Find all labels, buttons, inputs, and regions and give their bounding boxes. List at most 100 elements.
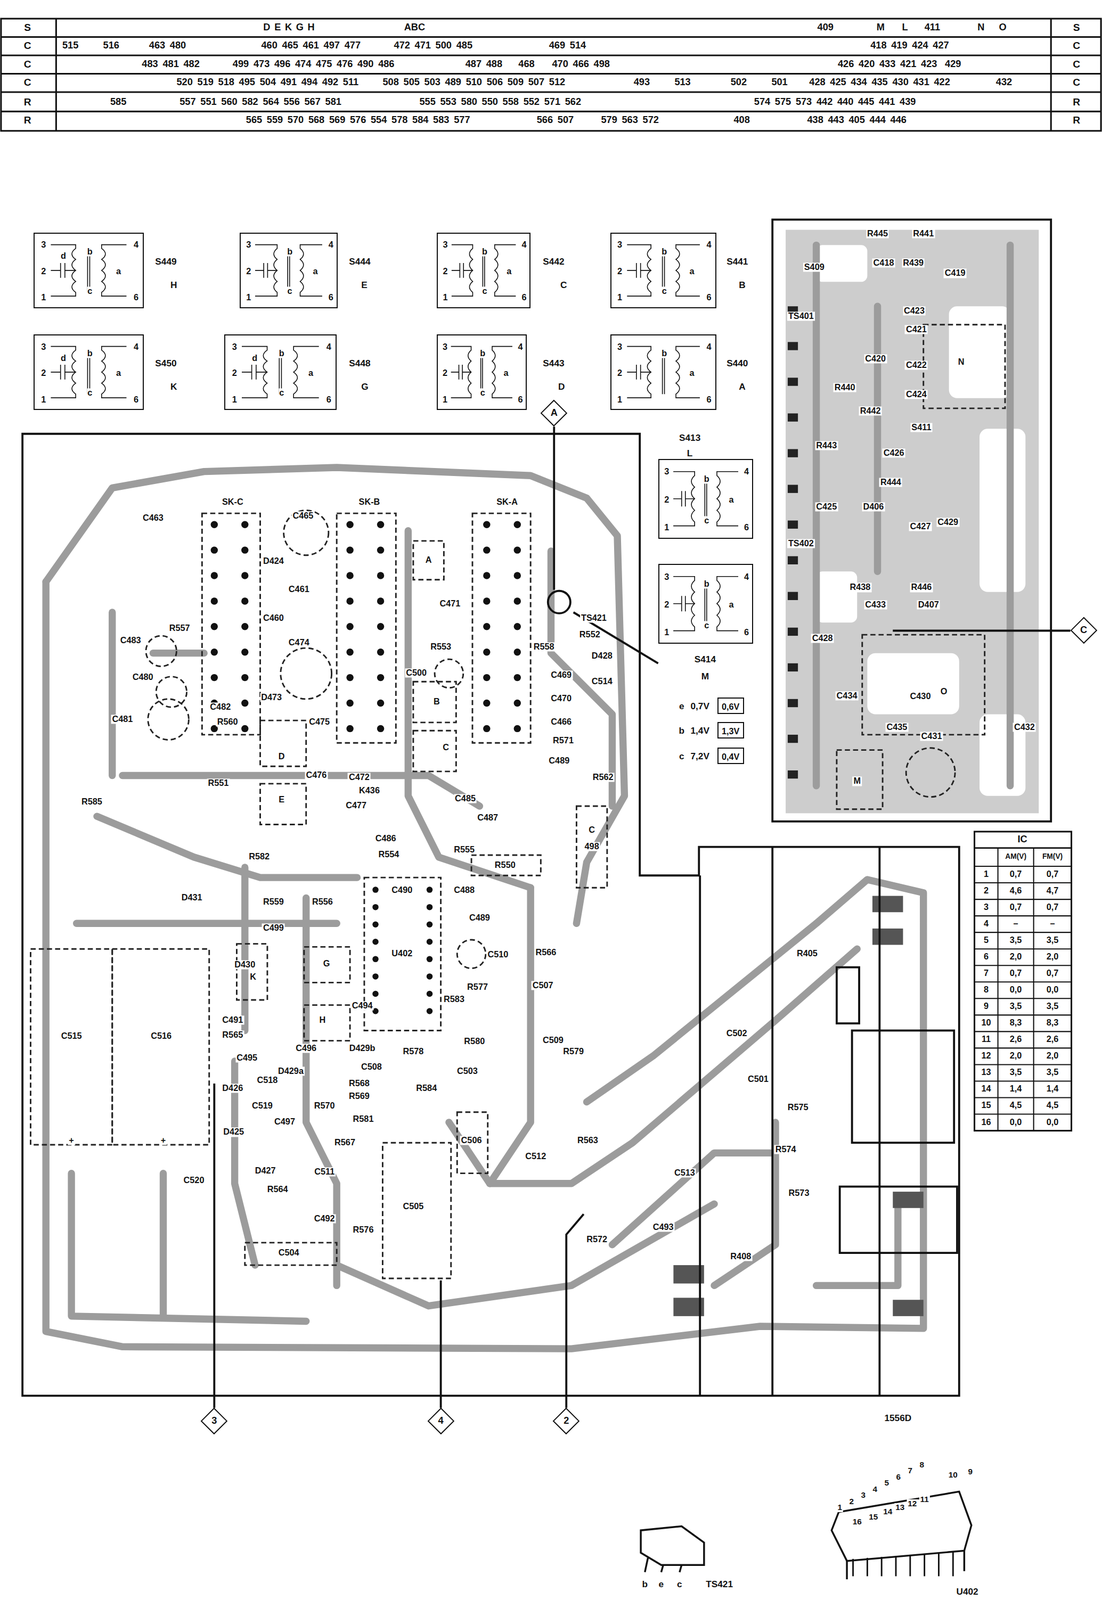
winding-letter: b [86,247,94,257]
winding-letter: c [287,286,293,296]
group-letters: O [998,22,1008,33]
part-label: B [432,697,442,707]
winding-letter: d [60,353,67,363]
pcb-artwork [660,1565,664,1573]
diamond-shape [201,1408,227,1435]
part-label: C419 [943,268,967,279]
part-label: C434 [835,691,859,701]
part-label: C475 [307,717,331,728]
pcb-artwork [872,928,903,946]
component-numbers: 579 563 572 [599,115,660,126]
coil-box: S440A32146ab [610,334,717,411]
part-label: U402 [390,949,414,959]
pin-number: 6 [133,395,140,405]
part-label: C430 [909,692,933,702]
solder-pad [377,699,385,707]
part-label: R438 [849,583,872,593]
diamond-shape [541,400,567,427]
primary-winding [241,346,268,398]
winding-letter: a [728,495,735,505]
pcb-artwork [304,947,350,983]
component-numbers: 468 [517,59,536,70]
part-label: C465 [291,511,315,521]
voltage-box: 0,6V [717,697,745,715]
part-label: A [424,555,434,565]
ic-pad [372,886,379,893]
solder-pad [377,623,385,631]
pcb-artwork [472,513,531,744]
group-letters: M [875,22,886,33]
winding-letter: a [115,266,122,276]
component-numbers: 515 [61,41,80,52]
pcb-artwork [283,510,329,555]
table-rule [974,1047,1072,1049]
coil-symbol [34,335,143,410]
pcb-artwork [836,750,883,810]
component-numbers: 499 473 496 474 475 476 490 486 [231,59,396,70]
row-code: C [1071,77,1082,88]
part-label: C511 [313,1168,336,1178]
part-label: C435 [885,722,909,732]
coil-symbol [659,565,753,643]
component-numbers: 520 519 518 495 504 491 494 492 511 [175,77,361,88]
pcb-artwork [852,1030,955,1144]
secondary-winding [494,244,517,296]
part-label: R578 [401,1047,425,1057]
part-label: SK-A [495,497,519,507]
winding-letter: b [86,349,94,359]
component-numbers: 585 [109,96,128,108]
part-label: D429a [276,1066,305,1076]
primary-winding [626,244,651,296]
part-label: R445 [866,229,889,239]
table-rule [974,847,1072,850]
solder-pad [483,725,491,733]
part-label: C469 [549,671,573,681]
solder-pad [377,597,385,605]
part-label: C502 [725,1029,749,1039]
part-label: D [277,752,287,762]
pcb-artwork [1006,245,1014,786]
winding-letter: a [688,266,695,276]
table-rule [974,932,1072,934]
part-label: R444 [879,478,903,488]
solder-pad [241,546,249,554]
table-rule [974,899,1072,901]
voltage-cell: 2,0 [1045,952,1060,962]
part-label: R563 [576,1136,600,1146]
row-code: S [1072,22,1082,34]
pin-number: 2 [245,266,252,276]
part-label: R567 [333,1138,357,1148]
part-label: R570 [313,1101,337,1111]
coil-letter: D [557,381,566,392]
ic-pad [372,939,379,945]
edge-contact [787,520,798,529]
pcb-artwork [22,434,960,1397]
group-letters: DEKGH [262,22,320,33]
solder-pad [513,572,521,579]
part-label: R552 [578,630,602,640]
coil-box: S443D32146bac [436,334,527,411]
part-label: C518 [255,1075,279,1085]
voltage-cell: 0,0 [1008,985,1024,995]
voltage-box: 0,4V [717,747,745,765]
solder-pad [483,521,491,529]
pin-number: 3 [245,240,252,250]
ic-pin [937,1553,940,1577]
tuning-capacitor [451,263,473,279]
ic-pin-number: 16 [851,1517,863,1527]
row-code: R [22,96,33,108]
solder-pad [513,521,521,529]
pcb-artwork [698,875,701,1397]
row-code: S [22,22,32,34]
pcb-artwork [923,324,1006,409]
pin-number: 3 [40,240,47,250]
ic-pin-number: 7 [907,1466,914,1476]
coil-symbol [437,233,530,308]
table-rule [974,1097,1072,1099]
solder-pad [210,546,218,554]
part-label: H [317,1015,327,1025]
part-label: U402 [955,1587,980,1597]
pcb-artwork [210,306,1072,1577]
component-numbers: 472 471 500 485 [393,41,474,52]
terminal-letter: e [678,701,686,712]
